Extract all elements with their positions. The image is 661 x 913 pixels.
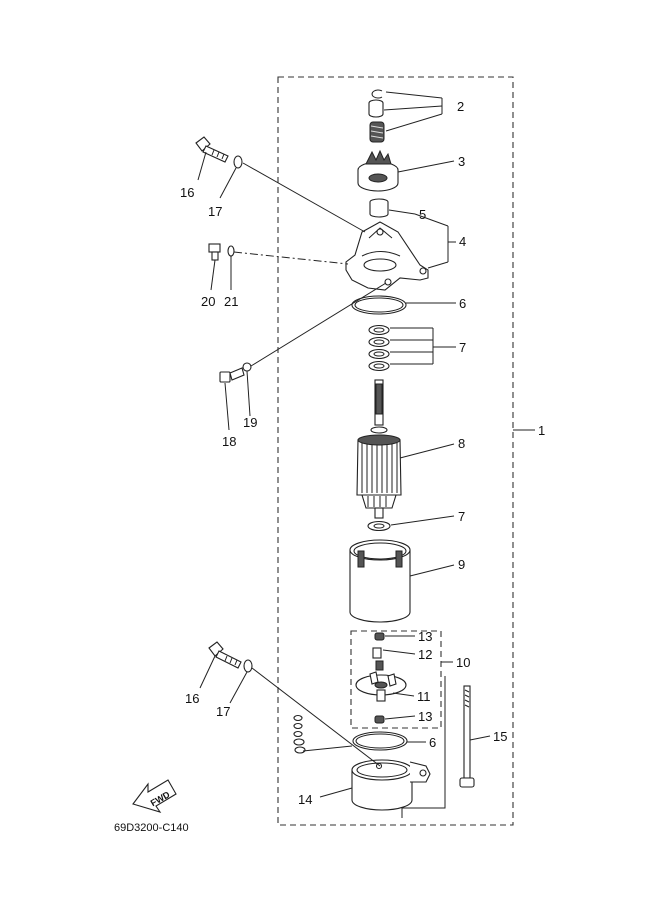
callout-7-lower: 7 xyxy=(458,509,465,524)
front-bushing xyxy=(369,198,389,218)
fwd-arrow-icon: FWD xyxy=(132,779,177,813)
callout-12: 12 xyxy=(418,647,432,662)
callout-19: 19 xyxy=(243,415,257,430)
callout-21: 21 xyxy=(224,294,238,309)
washer-17-upper xyxy=(233,155,243,169)
leader-lines xyxy=(197,91,535,818)
assembly-guide-lines xyxy=(233,162,387,767)
callout-6-upper: 6 xyxy=(459,296,466,311)
callout-11: 11 xyxy=(417,689,431,704)
callout-9: 9 xyxy=(458,557,465,572)
callout-13-lower: 13 xyxy=(418,709,432,724)
callout-10: 10 xyxy=(456,655,470,670)
rear-bracket xyxy=(351,759,431,811)
callout-14: 14 xyxy=(298,792,312,807)
callout-16-upper: 16 xyxy=(180,185,194,200)
callout-16-lower: 16 xyxy=(185,691,199,706)
pinion-drive xyxy=(357,149,399,192)
front-bracket xyxy=(345,221,429,291)
callout-1: 1 xyxy=(538,423,545,438)
brush-lead-screws xyxy=(293,714,306,754)
through-bolt xyxy=(459,685,475,788)
brush-holder-boundary xyxy=(350,630,442,729)
callout-2: 2 xyxy=(457,99,464,114)
callout-20: 20 xyxy=(201,294,215,309)
callout-3: 3 xyxy=(458,154,465,169)
bolt-16-lower xyxy=(208,641,242,669)
bolt-18 xyxy=(219,367,245,383)
snap-ring xyxy=(371,89,383,99)
pinion-collar xyxy=(368,99,384,118)
washer-19 xyxy=(242,362,252,372)
pinion-spring xyxy=(369,121,385,143)
brush-holder xyxy=(355,671,407,702)
brush xyxy=(372,647,384,671)
callout-6-lower: 6 xyxy=(429,735,436,750)
starter-assembly-boundary xyxy=(277,76,514,826)
callout-18: 18 xyxy=(222,434,236,449)
washer-17-lower xyxy=(243,659,253,673)
callout-5: 5 xyxy=(419,207,426,222)
callout-17-upper: 17 xyxy=(208,204,222,219)
o-ring-lower xyxy=(352,731,408,751)
bolt-16-upper xyxy=(195,136,229,163)
callout-7-upper: 7 xyxy=(459,340,466,355)
figure-code: 69D3200-C140 xyxy=(114,822,189,834)
thrust-washers-upper xyxy=(368,324,390,372)
callout-17-lower: 17 xyxy=(216,704,230,719)
yoke xyxy=(349,539,411,623)
armature xyxy=(356,379,402,519)
brush-spring-upper xyxy=(374,632,385,641)
callout-8: 8 xyxy=(458,436,465,451)
callout-13-upper: 13 xyxy=(418,629,432,644)
o-ring-upper xyxy=(351,295,407,315)
thrust-washer-lower xyxy=(367,520,391,532)
brush-spring-lower xyxy=(374,715,385,724)
washer-21 xyxy=(227,245,235,257)
bolt-20 xyxy=(208,243,221,261)
callout-4: 4 xyxy=(459,234,466,249)
callout-15: 15 xyxy=(493,729,507,744)
